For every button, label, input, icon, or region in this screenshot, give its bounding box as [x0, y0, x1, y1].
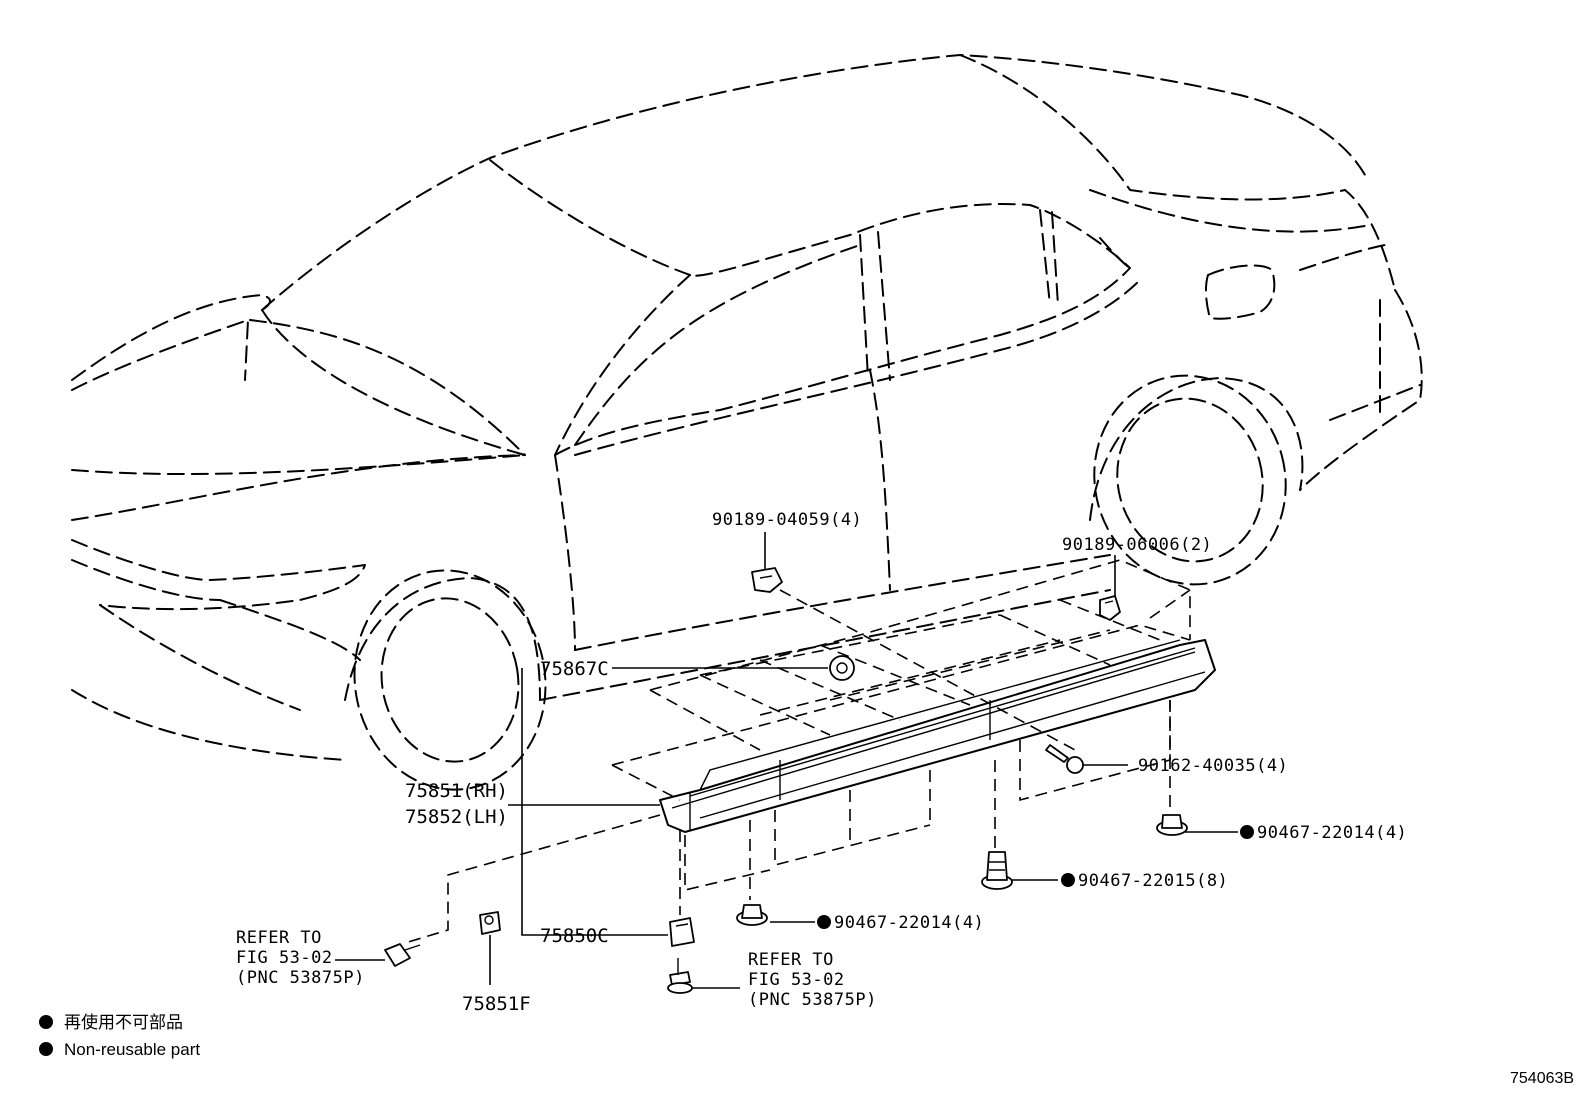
legend-english: Non-reusable part: [64, 1040, 200, 1059]
refer-left-line3: (PNC 53875P): [236, 968, 365, 988]
bolt-refer-bottom: [667, 958, 693, 994]
grommet-75851f: [479, 911, 501, 935]
callout-90189-06006: 90189-06006(2): [1062, 535, 1212, 555]
car-outline: [71, 54, 1423, 791]
figure-id: 754063B: [1510, 1070, 1574, 1087]
screw-90162-40035: [1045, 744, 1084, 774]
refer-bottom-line3: (PNC 53875P): [748, 990, 877, 1010]
non-reusable-marker: [1240, 825, 1254, 839]
callout-75851f: 75851F: [462, 993, 531, 1015]
clip-90189-04059: [751, 567, 783, 593]
callout-75850c: 75850C: [540, 925, 609, 947]
refer-left-line2: FIG 53-02: [236, 948, 333, 968]
clip-90467-22014-right: [1156, 814, 1188, 836]
callout-90189-04059: 90189-04059(4): [712, 510, 862, 530]
legend-dot-japanese: [39, 1015, 53, 1029]
legend-dot-english: [39, 1042, 53, 1056]
refer-left-line1: REFER TO: [236, 928, 322, 948]
clip-90189-06006: [1099, 595, 1121, 621]
clip-75867c: [829, 655, 855, 681]
non-reusable-marker: [817, 915, 831, 929]
bolt-refer-left: [384, 943, 421, 967]
callout-90467-22014-right: 90467-22014(4): [1257, 823, 1407, 843]
callout-75851-rh: 75851(RH): [405, 780, 508, 802]
callout-90162-40035: 90162-40035(4): [1138, 756, 1288, 776]
clip-90467-22014-center: [736, 904, 768, 926]
refer-bottom-line2: FIG 53-02: [748, 970, 845, 990]
bracket-75850c: [669, 917, 695, 947]
callout-90467-22014-center: 90467-22014(4): [834, 913, 984, 933]
leader-lines: [335, 532, 1238, 989]
callout-75852-lh: 75852(LH): [405, 806, 508, 828]
clip-90467-22015: [981, 851, 1013, 890]
legend-japanese: 再使用不可部品: [64, 1012, 183, 1032]
installation-guides: [404, 559, 1191, 944]
callout-90467-22015: 90467-22015(8): [1078, 871, 1228, 891]
callout-75867c: 75867C: [540, 658, 609, 680]
rocker-panel-moulding: [659, 639, 1216, 833]
non-reusable-marker: [1061, 873, 1075, 887]
refer-bottom-line1: REFER TO: [748, 950, 834, 970]
